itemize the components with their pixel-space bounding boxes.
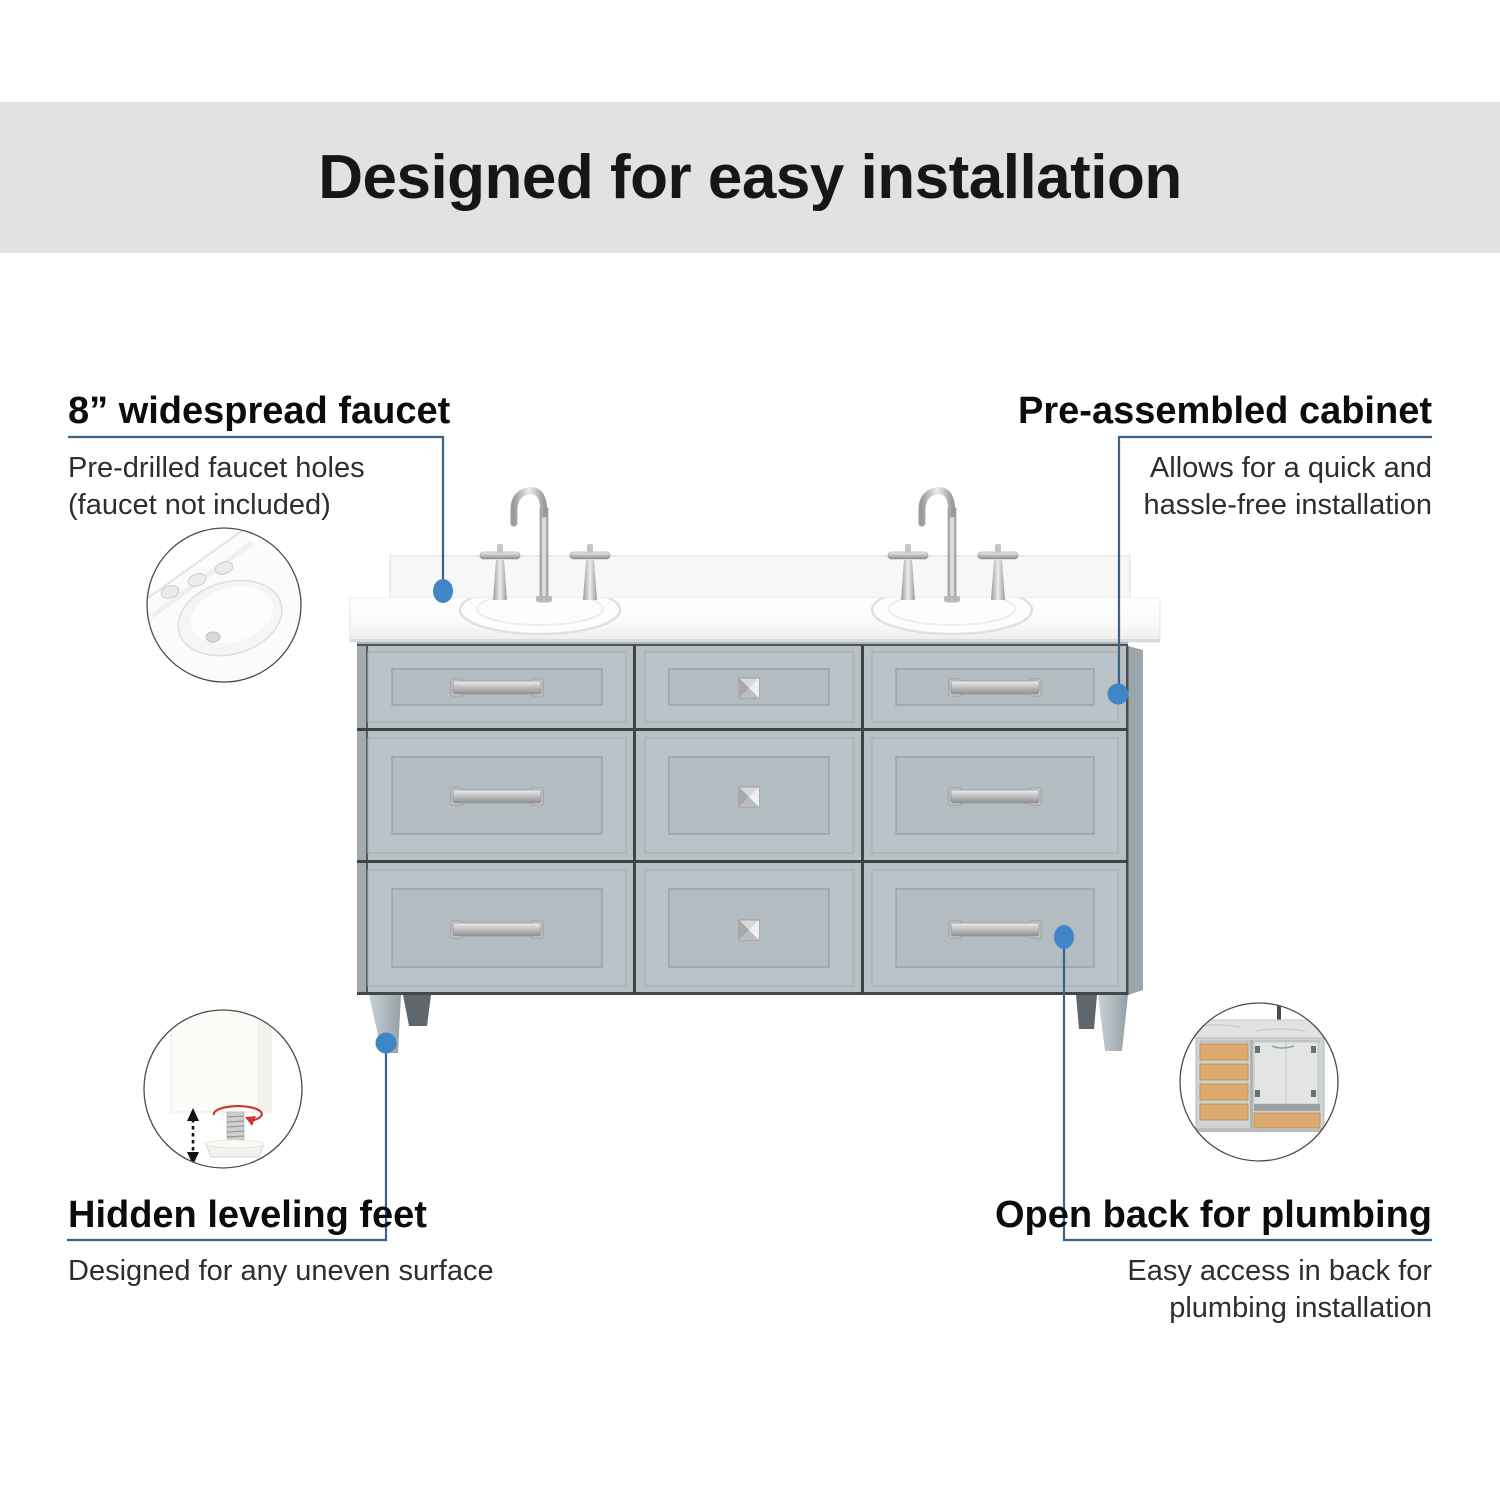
inset-leveling-foot	[143, 1009, 303, 1169]
up-down-arrow-icon	[187, 1108, 199, 1165]
callout-faucet-body: Pre-drilled faucet holes (faucet not inc…	[68, 450, 365, 524]
inset-faucet-holes	[146, 527, 302, 683]
faucet-left-handle-cold	[479, 544, 521, 600]
knob-icon	[738, 919, 760, 941]
connector-plumbing	[1062, 940, 1432, 1242]
inset-open-back	[1179, 1002, 1339, 1162]
handle-icon	[948, 920, 1042, 939]
callout-faucet-body-line2: (faucet not included)	[68, 489, 331, 521]
wood-drawer-boxes	[1199, 1043, 1249, 1121]
handle-icon	[948, 787, 1042, 806]
leg-front-right	[1098, 995, 1128, 1051]
leg-back-left	[403, 995, 431, 1026]
rotate-arrow-icon	[212, 1105, 263, 1126]
marker-dot-cabinet	[1107, 683, 1129, 705]
marker-dot-feet	[375, 1032, 397, 1054]
sink-right	[870, 598, 1034, 636]
callout-feet-body-line1: Designed for any uneven surface	[68, 1255, 494, 1287]
handle-icon	[450, 787, 544, 806]
cabinet-legs	[369, 995, 1128, 1053]
leg-back-right	[1076, 995, 1097, 1029]
faucet-left-handle-hot	[569, 544, 611, 600]
handle-icon	[450, 678, 544, 697]
callout-faucet-heading: 8” widespread faucet	[68, 390, 451, 432]
faucet-right-handle-hot	[977, 544, 1019, 600]
sink-left	[458, 598, 622, 636]
faucet-right-handle-cold	[887, 544, 929, 600]
leveling-foot-icon	[170, 1010, 272, 1165]
marker-dot-plumbing	[1054, 925, 1074, 949]
connector-cabinet	[1117, 435, 1432, 692]
knob-icon	[738, 677, 760, 699]
connector-faucet	[68, 435, 445, 590]
marker-dot-faucet	[433, 579, 453, 603]
handle-icon	[450, 920, 544, 939]
callout-plumbing-body-line1: Easy access in back for	[1127, 1255, 1432, 1287]
callout-cabinet-body-line2: hassle-free installation	[1143, 489, 1432, 521]
callout-plumbing-heading: Open back for plumbing	[994, 1194, 1432, 1236]
backsplash	[389, 555, 1131, 601]
faucet-left	[479, 487, 611, 603]
cabinet-side-panel	[1128, 646, 1143, 995]
drawer-top-center	[644, 651, 854, 723]
callout-feet-heading: Hidden leveling feet	[68, 1194, 427, 1236]
connector-feet	[67, 1046, 388, 1242]
marker-dots	[375, 579, 1129, 1054]
drawer-top-right	[871, 651, 1119, 723]
knob-icon	[738, 786, 760, 808]
title-band: Designed for easy installation	[0, 102, 1500, 253]
faucet-right	[887, 487, 1019, 603]
callout-cabinet-body: Allows for a quick and hassle-free insta…	[1143, 450, 1432, 524]
drawer-knobs	[738, 677, 760, 941]
drawer-handles	[450, 678, 1042, 939]
callout-cabinet-body-line1: Allows for a quick and	[1149, 452, 1432, 484]
callout-feet-body: Designed for any uneven surface	[68, 1253, 494, 1290]
cabinet	[357, 642, 1143, 1053]
page-title: Designed for easy installation	[318, 143, 1182, 212]
handle-icon	[948, 678, 1042, 697]
vanity	[349, 487, 1161, 1053]
open-back-cabinet-icon	[1191, 1003, 1329, 1132]
callout-plumbing-body: Easy access in back for plumbing install…	[1127, 1253, 1432, 1327]
callout-plumbing-body-line2: plumbing installation	[1169, 1292, 1432, 1324]
callout-faucet-body-line1: Pre-drilled faucet holes	[68, 452, 365, 484]
connectors	[67, 435, 1432, 1242]
sink-faucet-holes-icon	[147, 529, 301, 682]
callout-cabinet-heading: Pre-assembled cabinet	[1018, 390, 1432, 432]
